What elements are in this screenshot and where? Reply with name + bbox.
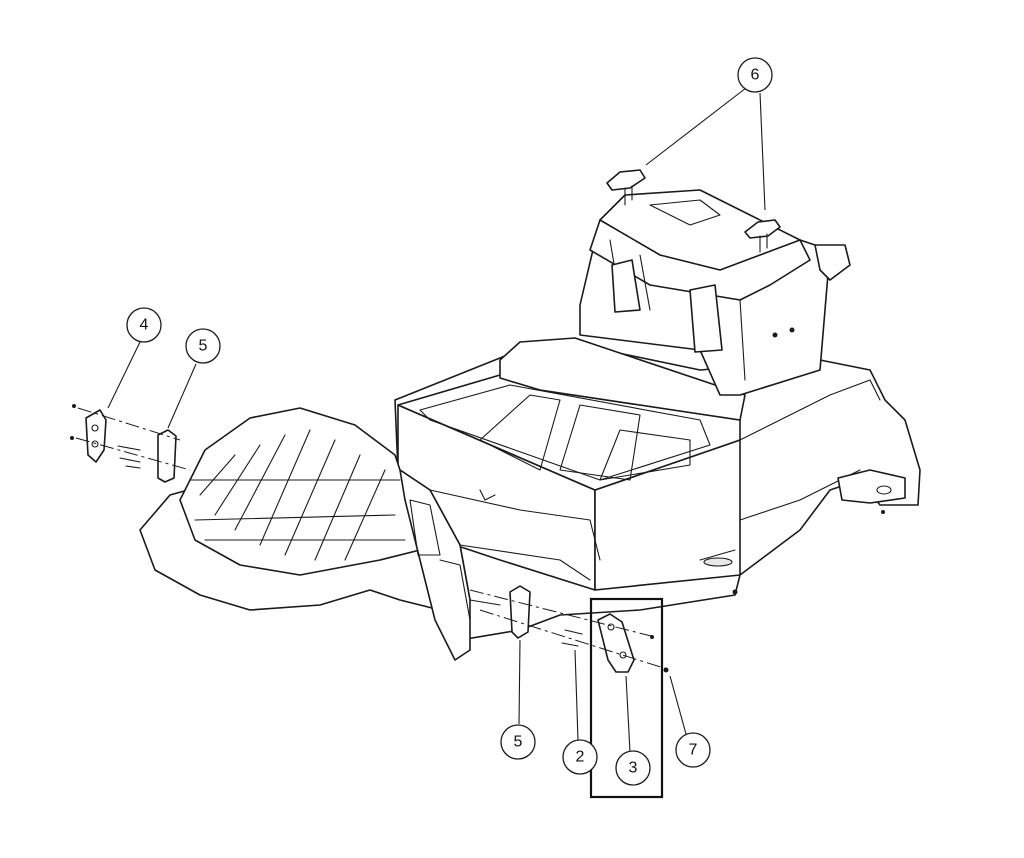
callout-2: 2 (562, 739, 598, 775)
callout-3: 3 (615, 750, 651, 786)
callout-5-lower-label: 5 (514, 734, 523, 751)
callout-6-label: 6 (751, 67, 760, 84)
callout-5-lower: 5 (500, 724, 536, 760)
callout-5-upper-label: 5 (199, 338, 208, 355)
callout-4-label: 4 (140, 317, 149, 334)
leader-lines (107, 87, 766, 753)
callout-7-label: 7 (689, 742, 698, 759)
part-6-caps (606, 169, 781, 253)
callout-4: 4 (126, 307, 162, 343)
part-5-spacer-left (117, 429, 177, 483)
callout-3-label: 3 (629, 760, 638, 777)
body-shell (394, 337, 921, 641)
front-cowl-assembly (139, 407, 601, 661)
part-2-bolts (561, 629, 583, 647)
callout-6: 6 (737, 57, 773, 93)
part-4-bracket (70, 404, 107, 463)
assembly-centerlines (75, 407, 671, 671)
callout-5-upper: 5 (185, 328, 221, 364)
part-3-bracket (597, 613, 654, 673)
highlight-box (589, 597, 664, 799)
callout-2-label: 2 (576, 749, 585, 766)
callout-7: 7 (675, 732, 711, 768)
part-5-spacer-lower (509, 585, 531, 639)
